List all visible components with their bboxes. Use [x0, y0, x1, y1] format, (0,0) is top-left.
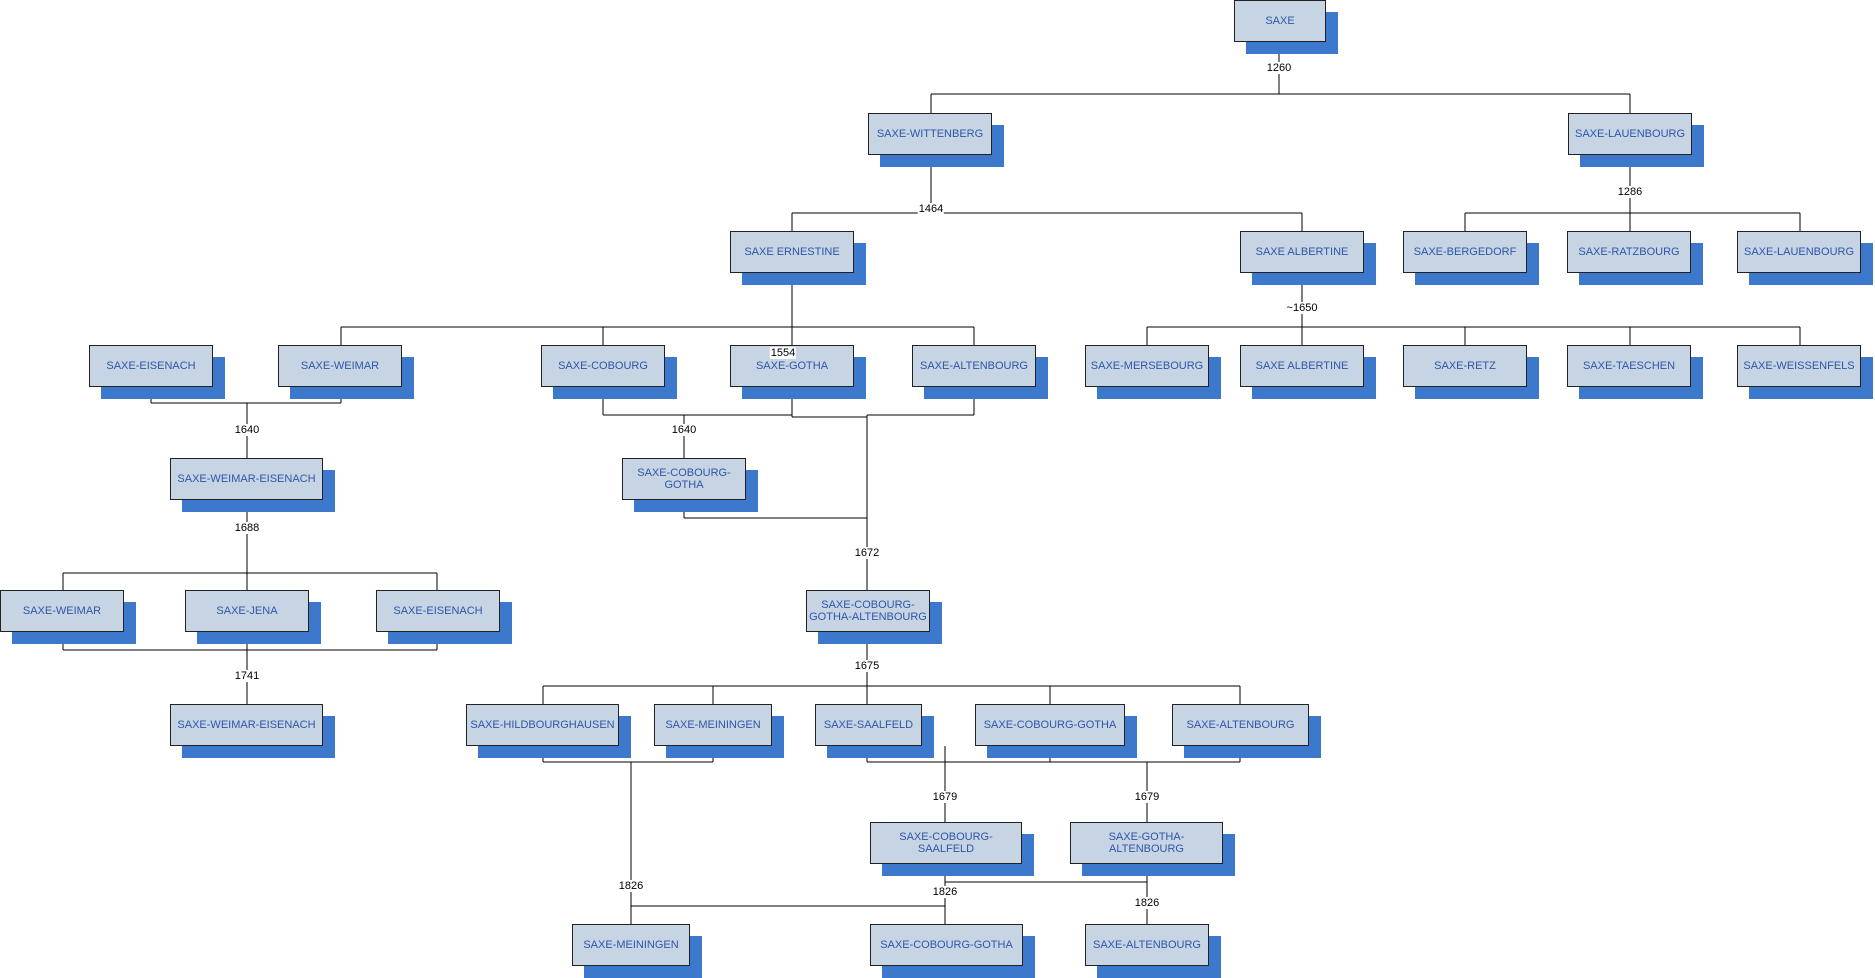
node-saxe-jena: SAXE-JENA: [185, 590, 321, 644]
node-saxe-mersebourg: SAXE-MERSEBOURG: [1085, 345, 1221, 399]
node-label: SAXE-COBOURG-GOTHA: [975, 704, 1125, 746]
node-saxe-weimar: SAXE-WEIMAR: [278, 345, 414, 399]
node-saxe-eisenach-2: SAXE-EISENACH: [376, 590, 512, 644]
node-label: SAXE: [1234, 0, 1326, 42]
node-label: SAXE-JENA: [185, 590, 309, 632]
node-label: SAXE-TAESCHEN: [1567, 345, 1691, 387]
node-label: SAXE-EISENACH: [376, 590, 500, 632]
node-label: SAXE-RETZ: [1403, 345, 1527, 387]
node-saxe-altenbourg-2: SAXE-ALTENBOURG: [1172, 704, 1321, 758]
node-label: SAXE-COBOURG-SAALFELD: [870, 822, 1022, 864]
node-saxe-gotha: SAXE-GOTHA: [730, 345, 866, 399]
node-label: SAXE-COBOURG-GOTHA: [870, 924, 1023, 966]
node-label: SAXE ERNESTINE: [730, 231, 854, 273]
node-label: SAXE-MERSEBOURG: [1085, 345, 1209, 387]
node-saxe-altenbourg: SAXE-ALTENBOURG: [912, 345, 1048, 399]
year-label: 1640: [233, 424, 261, 436]
node-saxe-weimar-eisenach: SAXE-WEIMAR-EISENACH: [170, 458, 335, 512]
node-label: SAXE-COBOURG-GOTHA: [622, 458, 746, 500]
node-saxe-lauenbourg: SAXE-LAUENBOURG: [1568, 113, 1704, 167]
node-label: SAXE ALBERTINE: [1240, 345, 1364, 387]
node-label: SAXE-BERGEDORF: [1403, 231, 1527, 273]
node-label: SAXE ALBERTINE: [1240, 231, 1364, 273]
node-label: SAXE-LAUENBOURG: [1737, 231, 1861, 273]
year-label: 1640: [670, 424, 698, 436]
node-label: SAXE-GOTHA-ALTENBOURG: [1070, 822, 1223, 864]
node-saxe-altenbourg-3: SAXE-ALTENBOURG: [1085, 924, 1221, 978]
node-saxe-bergedorf: SAXE-BERGEDORF: [1403, 231, 1539, 285]
year-label: 1675: [853, 660, 881, 672]
node-saxe-eisenach: SAXE-EISENACH: [89, 345, 225, 399]
year-label: 1672: [853, 547, 881, 559]
node-saxe-saalfeld: SAXE-SAALFELD: [815, 704, 934, 758]
node-label: SAXE-SAALFELD: [815, 704, 922, 746]
year-label: 1260: [1265, 62, 1293, 74]
node-label: SAXE-WITTENBERG: [868, 113, 992, 155]
node-saxe-meiningen: SAXE-MEININGEN: [654, 704, 784, 758]
node-saxe-cobourg-saalfeld: SAXE-COBOURG-SAALFELD: [870, 822, 1034, 876]
year-label: 1554: [769, 347, 797, 359]
year-label: 1826: [931, 886, 959, 898]
node-saxe-cobourg: SAXE-COBOURG: [541, 345, 677, 399]
node-saxe-weissenfels: SAXE-WEISSENFELS: [1737, 345, 1873, 399]
year-label: 1826: [1133, 897, 1161, 909]
node-label: SAXE-WEIMAR-EISENACH: [170, 704, 323, 746]
year-label: 1679: [1133, 791, 1161, 803]
node-saxe-weimar-2: SAXE-WEIMAR: [0, 590, 136, 644]
node-label: SAXE-COBOURG-GOTHA-ALTENBOURG: [806, 590, 930, 632]
node-label: SAXE-WEISSENFELS: [1737, 345, 1861, 387]
node-saxe-gotha-altenbourg: SAXE-GOTHA-ALTENBOURG: [1070, 822, 1235, 876]
node-label: SAXE-HILDBOURGHAUSEN: [466, 704, 619, 746]
year-label: 1464: [917, 203, 945, 215]
node-label: SAXE-MEININGEN: [572, 924, 690, 966]
node-saxe-wittenberg: SAXE-WITTENBERG: [868, 113, 1004, 167]
year-label: 1741: [233, 670, 261, 682]
node-saxe: SAXE: [1234, 0, 1338, 54]
node-saxe-meiningen-2: SAXE-MEININGEN: [572, 924, 702, 978]
node-saxe-lauenbourg-2: SAXE-LAUENBOURG: [1737, 231, 1873, 285]
node-saxe-ratzbourg: SAXE-RATZBOURG: [1567, 231, 1703, 285]
year-label: 1679: [931, 791, 959, 803]
node-saxe-weimar-eisenach-2: SAXE-WEIMAR-EISENACH: [170, 704, 335, 758]
year-label: ~1650: [1285, 302, 1319, 314]
node-saxe-hildbourghausen: SAXE-HILDBOURGHAUSEN: [466, 704, 631, 758]
node-label: SAXE-WEIMAR: [278, 345, 402, 387]
node-label: SAXE-ALTENBOURG: [912, 345, 1036, 387]
node-saxe-retz: SAXE-RETZ: [1403, 345, 1539, 399]
node-saxe-cobourg-gotha-altenbourg: SAXE-COBOURG-GOTHA-ALTENBOURG: [806, 590, 942, 644]
node-label: SAXE-WEIMAR-EISENACH: [170, 458, 323, 500]
year-label: 1286: [1616, 186, 1644, 198]
node-saxe-cobourg-gotha-2: SAXE-COBOURG-GOTHA: [975, 704, 1137, 758]
node-label: SAXE-ALTENBOURG: [1085, 924, 1209, 966]
node-label: SAXE-COBOURG: [541, 345, 665, 387]
node-label: SAXE-LAUENBOURG: [1568, 113, 1692, 155]
node-saxe-ernestine: SAXE ERNESTINE: [730, 231, 866, 285]
year-label: 1688: [233, 522, 261, 534]
node-label: SAXE-RATZBOURG: [1567, 231, 1691, 273]
node-saxe-albertine-2: SAXE ALBERTINE: [1240, 345, 1376, 399]
year-label: 1826: [617, 880, 645, 892]
node-saxe-albertine: SAXE ALBERTINE: [1240, 231, 1376, 285]
node-label: SAXE-ALTENBOURG: [1172, 704, 1309, 746]
node-saxe-taeschen: SAXE-TAESCHEN: [1567, 345, 1703, 399]
node-label: SAXE-MEININGEN: [654, 704, 772, 746]
node-label: SAXE-WEIMAR: [0, 590, 124, 632]
node-saxe-cobourg-gotha: SAXE-COBOURG-GOTHA: [622, 458, 758, 512]
node-label: SAXE-EISENACH: [89, 345, 213, 387]
node-saxe-cobourg-gotha-3: SAXE-COBOURG-GOTHA: [870, 924, 1035, 978]
